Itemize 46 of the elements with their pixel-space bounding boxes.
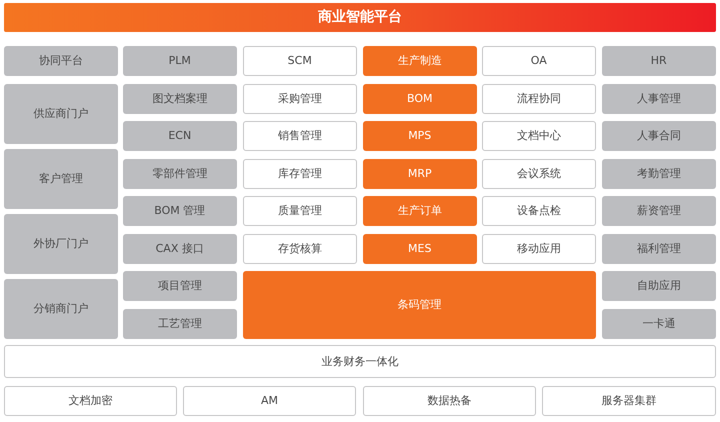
module-box: HR bbox=[602, 46, 716, 76]
module-box: 移动应用 bbox=[482, 234, 596, 264]
module-box: 业务财务一体化 bbox=[4, 345, 716, 378]
module-box: PLM bbox=[123, 46, 236, 76]
module-box: 采购管理 bbox=[243, 84, 356, 114]
module-box: 文档加密 bbox=[4, 386, 176, 416]
module-box: BOM bbox=[363, 84, 476, 114]
title-banner: 商业智能平台 bbox=[4, 3, 716, 32]
module-box: 人事管理 bbox=[602, 84, 716, 114]
module-box: 图文档案理 bbox=[123, 84, 236, 114]
module-box: 项目管理 bbox=[123, 271, 236, 301]
module-box: 自助应用 bbox=[602, 271, 716, 301]
module-box: ECN bbox=[123, 121, 236, 151]
module-box: 生产订单 bbox=[363, 196, 476, 226]
module-box: 文档中心 bbox=[482, 121, 596, 151]
module-box: 质量管理 bbox=[243, 196, 356, 226]
module-box: 一卡通 bbox=[602, 308, 716, 338]
module-box: MPS bbox=[363, 121, 476, 151]
module-box: 存货核算 bbox=[243, 234, 356, 264]
module-box: 生产制造 bbox=[363, 46, 476, 76]
module-box: 数据热备 bbox=[363, 386, 536, 416]
module-box: 薪资管理 bbox=[602, 196, 716, 226]
module-box: 流程协同 bbox=[482, 84, 596, 114]
module-box: 供应商门户 bbox=[4, 84, 118, 144]
module-box: 协同平台 bbox=[4, 46, 118, 76]
module-box: OA bbox=[482, 46, 596, 76]
module-box: 销售管理 bbox=[243, 121, 356, 151]
module-box: 人事合同 bbox=[602, 121, 716, 151]
module-box: 分销商门户 bbox=[4, 278, 118, 338]
module-box: 设备点检 bbox=[482, 196, 596, 226]
module-box: 外协厂门户 bbox=[4, 214, 118, 274]
module-box: 条码管理 bbox=[243, 271, 596, 338]
module-box: 服务器集群 bbox=[542, 386, 716, 416]
module-box: AM bbox=[183, 386, 356, 416]
module-box: 零部件管理 bbox=[123, 158, 236, 188]
module-box: 工艺管理 bbox=[123, 308, 236, 338]
module-box: 福利管理 bbox=[602, 234, 716, 264]
module-box: 会议系统 bbox=[482, 158, 596, 188]
module-box: CAX 接口 bbox=[123, 234, 236, 264]
module-box: 考勤管理 bbox=[602, 158, 716, 188]
module-box: 库存管理 bbox=[243, 158, 356, 188]
module-box: 客户管理 bbox=[4, 148, 118, 208]
module-box: MRP bbox=[363, 158, 476, 188]
module-box: SCM bbox=[243, 46, 356, 76]
module-box: BOM 管理 bbox=[123, 196, 236, 226]
module-box: MES bbox=[363, 234, 476, 264]
